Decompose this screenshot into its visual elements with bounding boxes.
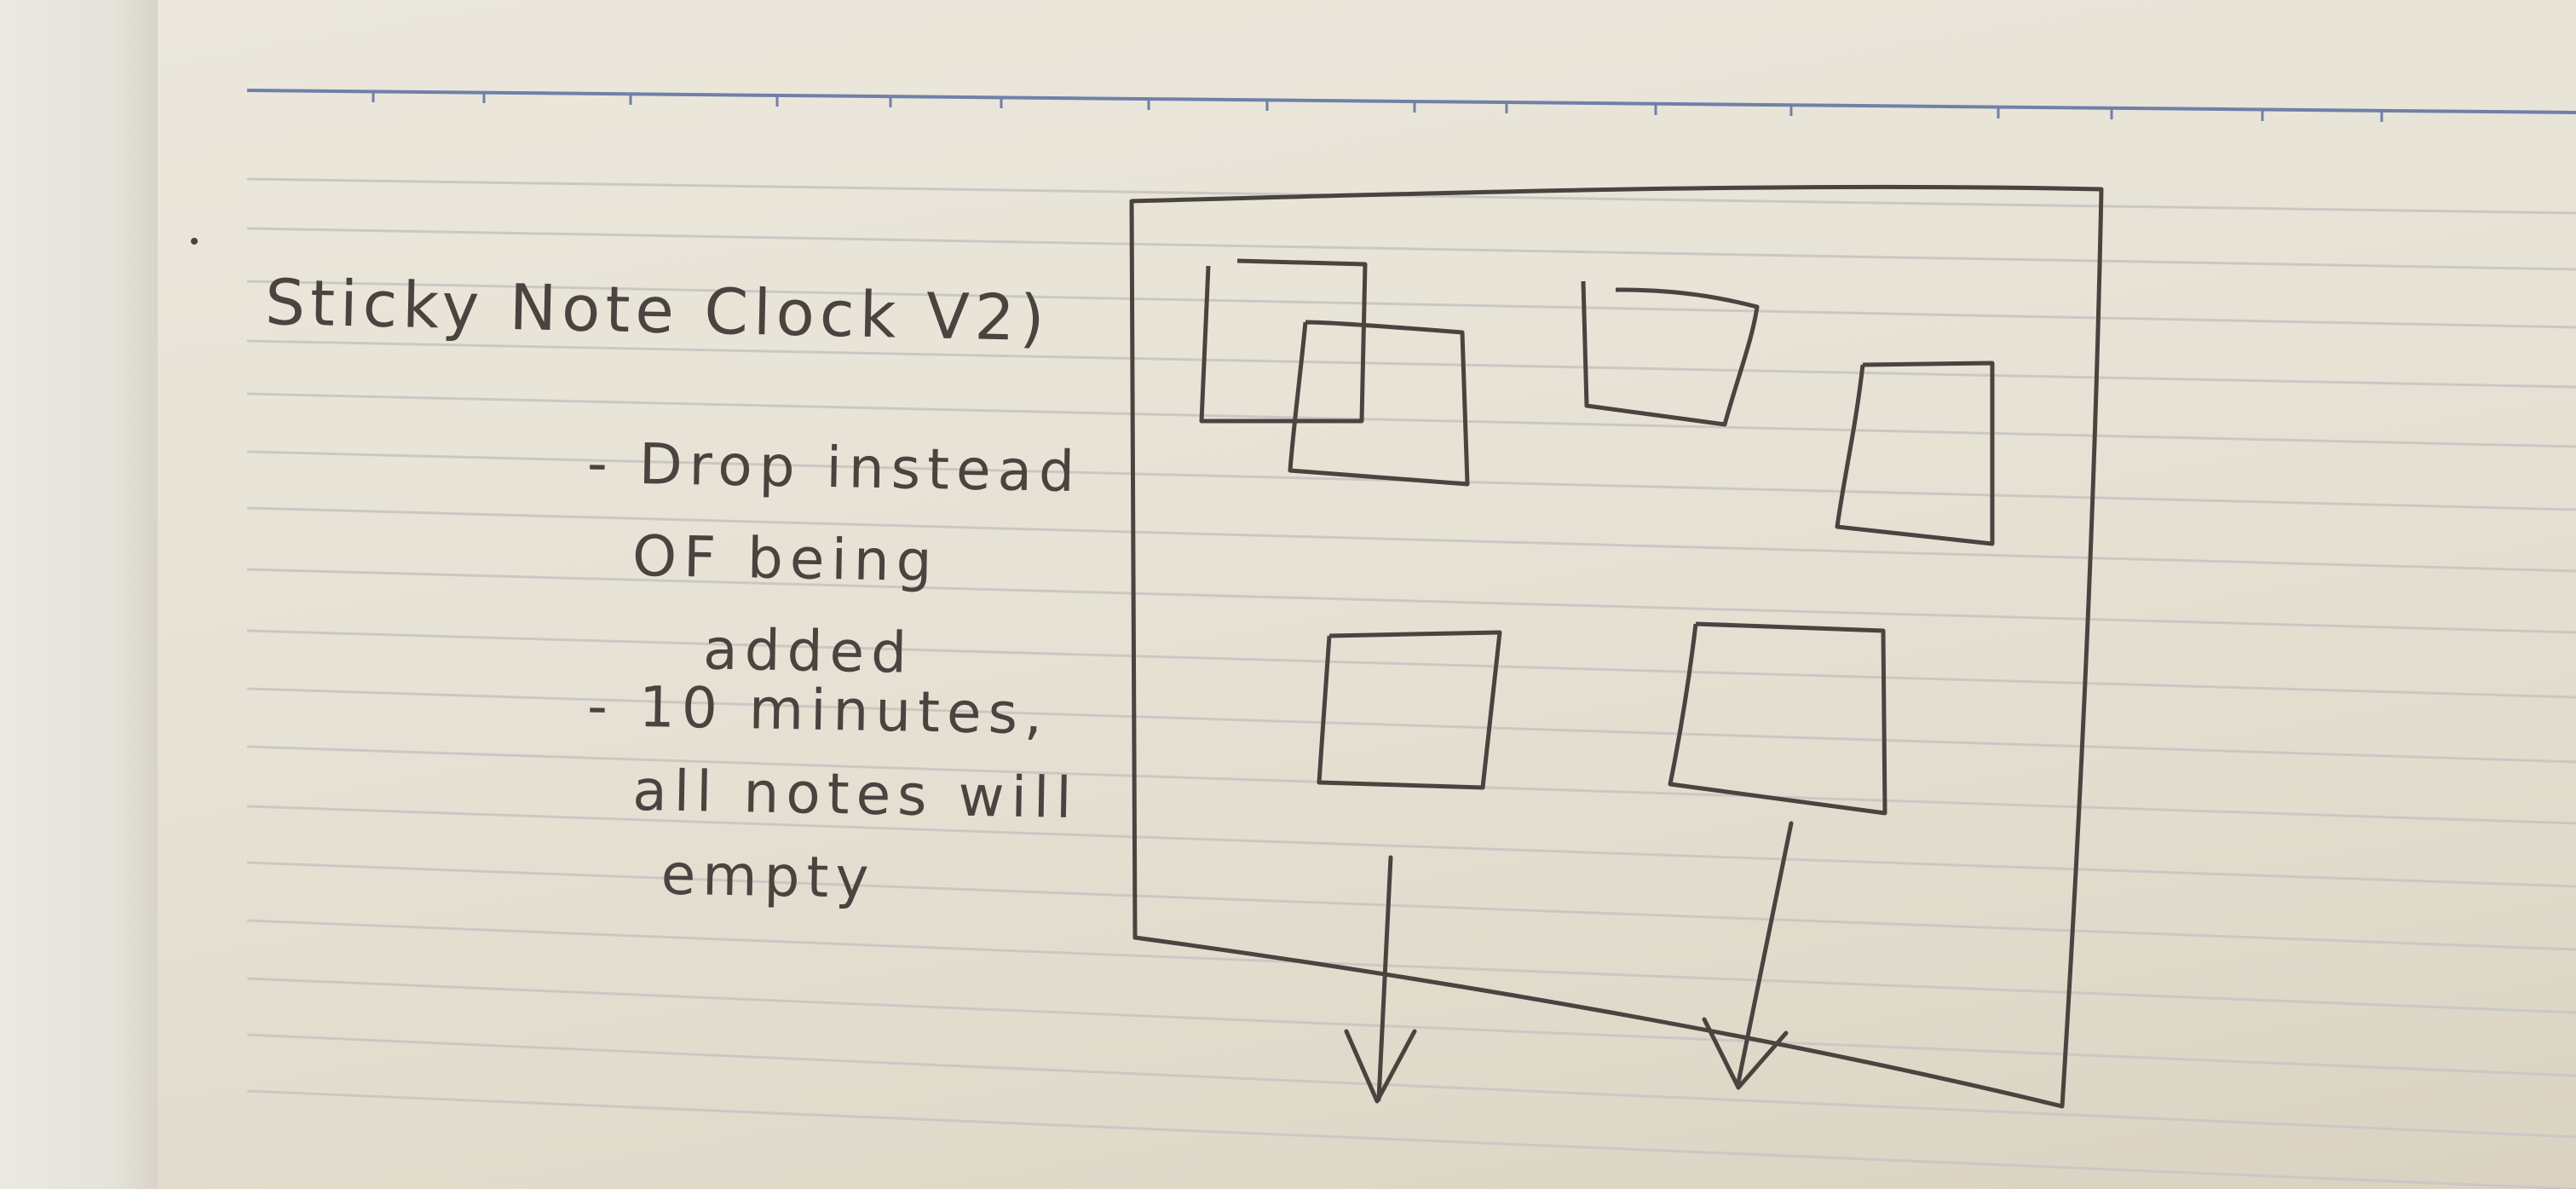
note-line: empty [660,841,877,911]
bullet-note: - Drop instead OF being added [583,418,1082,702]
pen-dot [191,238,198,245]
arrow-down [1736,821,1794,1085]
sticky-notes [1199,258,1995,816]
arrowhead [1702,1017,1789,1090]
arrowhead [1344,1029,1417,1104]
sticky-note [1199,258,1368,424]
sticky-note [1288,320,1470,487]
sticky-note [1835,361,1995,546]
sticky-note [1581,280,1760,427]
arrows [1344,821,1794,1104]
note-line: OF being [631,522,940,595]
note-line: - Drop instead [586,430,1082,505]
board-frame [1129,184,2104,1109]
top-rule [246,89,2576,122]
note-line: - 10 minutes, [586,672,1050,747]
sticky-note [1668,621,1887,816]
note-line: all notes will [631,757,1080,832]
arrow-down [1376,855,1393,1102]
rule-lines [246,177,2576,1189]
sticky-note [1317,630,1502,790]
notebook-edge [0,0,158,1189]
bullet-note: - 10 minutes, all notes will empty [584,665,1081,924]
